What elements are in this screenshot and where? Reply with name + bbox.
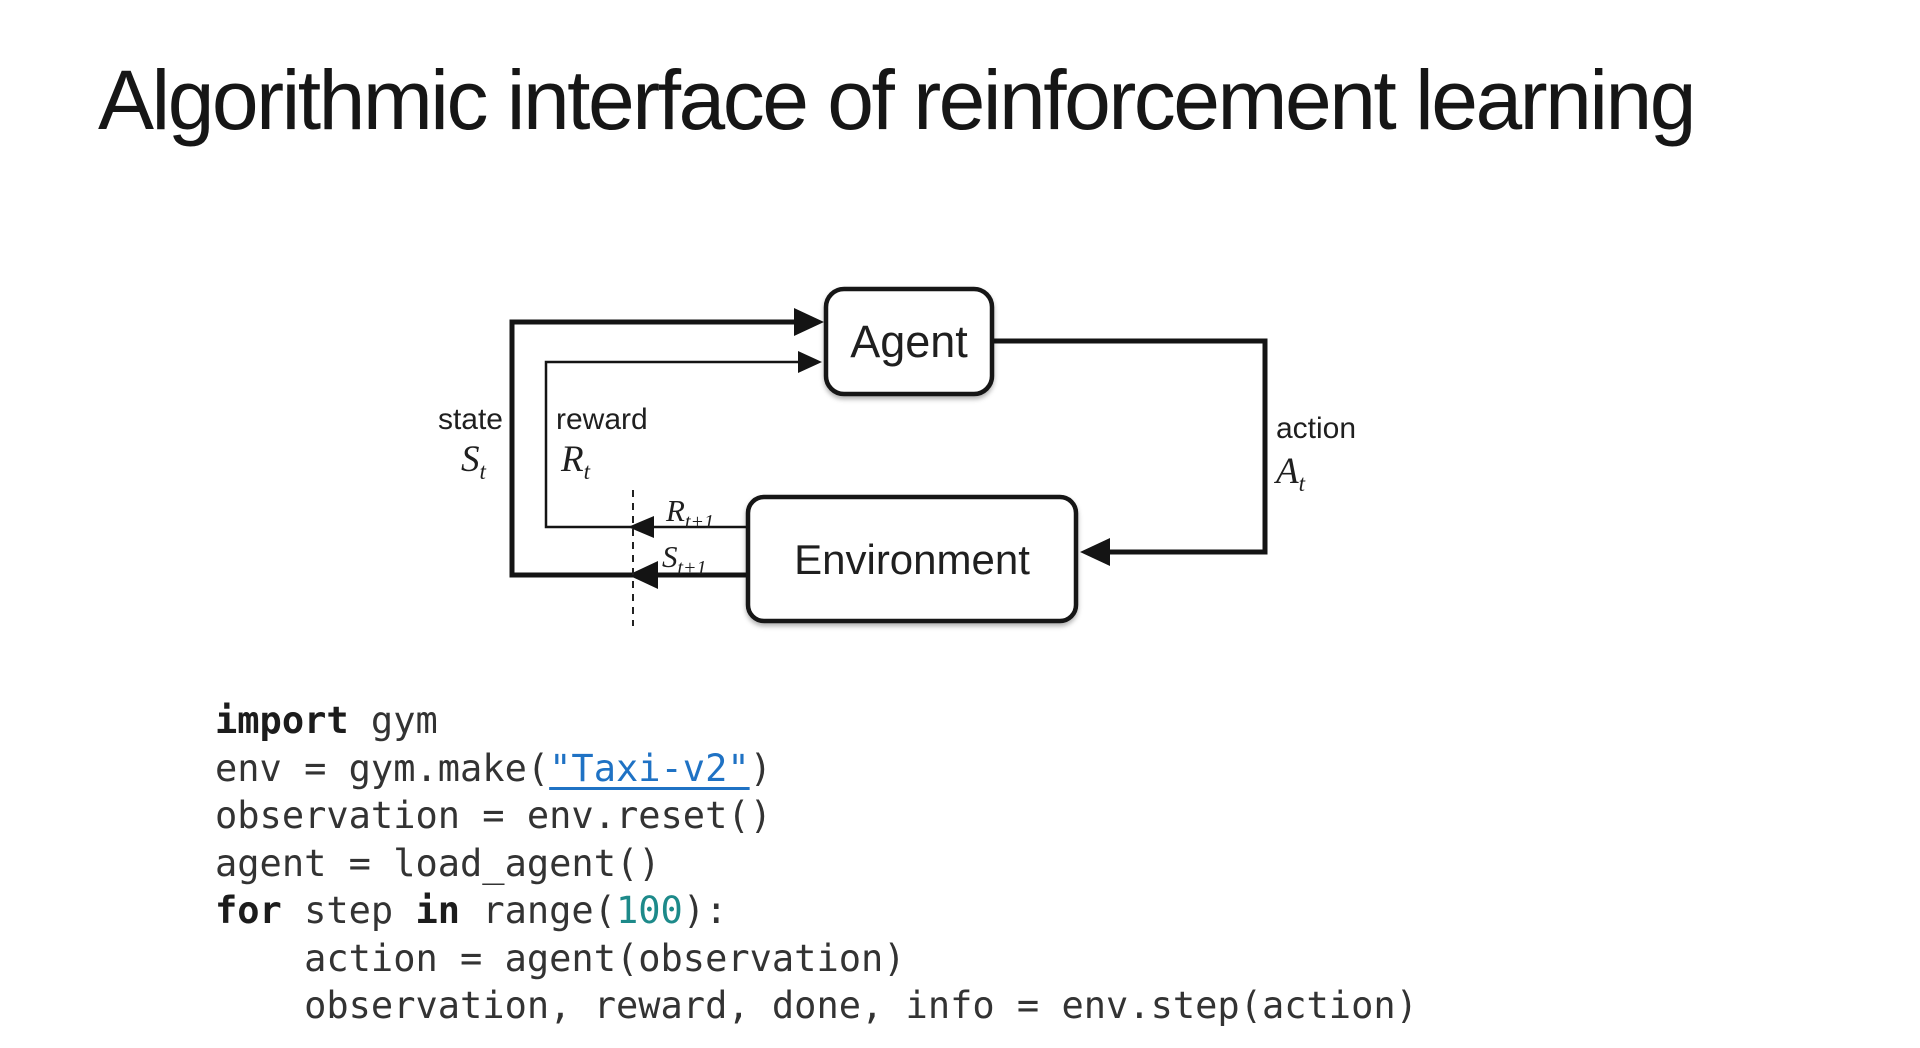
code-line: action = agent(observation) (215, 935, 1418, 983)
code-token-plain: action = agent(observation) (215, 936, 906, 980)
reward-label: reward (556, 403, 648, 436)
next-state-arrowhead (628, 561, 658, 589)
environment-node: Environment (745, 494, 1079, 624)
next-state-symbol: St+1 (662, 539, 707, 579)
action-flow-line (992, 338, 1268, 555)
environment-box (745, 494, 1079, 624)
code-line: observation = env.reset() (215, 792, 1418, 840)
next-reward-arrowhead (628, 516, 654, 538)
agent-label: Agent (850, 316, 968, 367)
code-token-plain: ) (749, 746, 772, 790)
code-token-plain: step (281, 889, 416, 932)
reward-symbol: Rt (560, 439, 591, 484)
code-token-keyword: in (415, 889, 461, 932)
code-token-plain: observation, reward, done, info = env.st… (215, 984, 1418, 1027)
agent-node: Agent (823, 286, 995, 397)
code-line: agent = load_agent() (215, 840, 1418, 888)
page-title: Algorithmic interface of reinforcement l… (98, 53, 1696, 147)
next-reward-symbol: Rt+1 (665, 493, 714, 533)
environment-label: Environment (794, 536, 1030, 583)
state-label: state (438, 403, 503, 436)
state-symbol: St (461, 439, 487, 484)
code-line: observation, reward, done, info = env.st… (215, 982, 1418, 1030)
code-line: import gym (215, 697, 1418, 745)
code-token-plain: gym (348, 699, 438, 742)
state-into-agent-arrowhead (794, 308, 824, 336)
action-label: action (1276, 412, 1356, 445)
code-token-plain: ): (682, 889, 728, 932)
code-token-keyword: import (215, 699, 349, 742)
code-token-number: 100 (615, 889, 683, 932)
code-token-plain: observation = env.reset() (215, 794, 772, 837)
code-line: env = gym.make("Taxi-v2") (215, 745, 1418, 793)
taxi-v2-link[interactable]: "Taxi-v2" (549, 746, 750, 790)
reward-into-agent-arrowhead (798, 351, 822, 373)
code-token-plain: range( (460, 889, 616, 932)
action-into-environment-arrowhead (1080, 538, 1110, 566)
code-token-keyword: for (215, 889, 282, 932)
action-symbol: At (1273, 451, 1306, 496)
agent-box (823, 286, 995, 397)
code-token-plain: env = gym.make( (215, 746, 550, 790)
code-line: for step in range(100): (215, 887, 1418, 935)
code-token-plain: agent = load_agent() (215, 841, 661, 885)
